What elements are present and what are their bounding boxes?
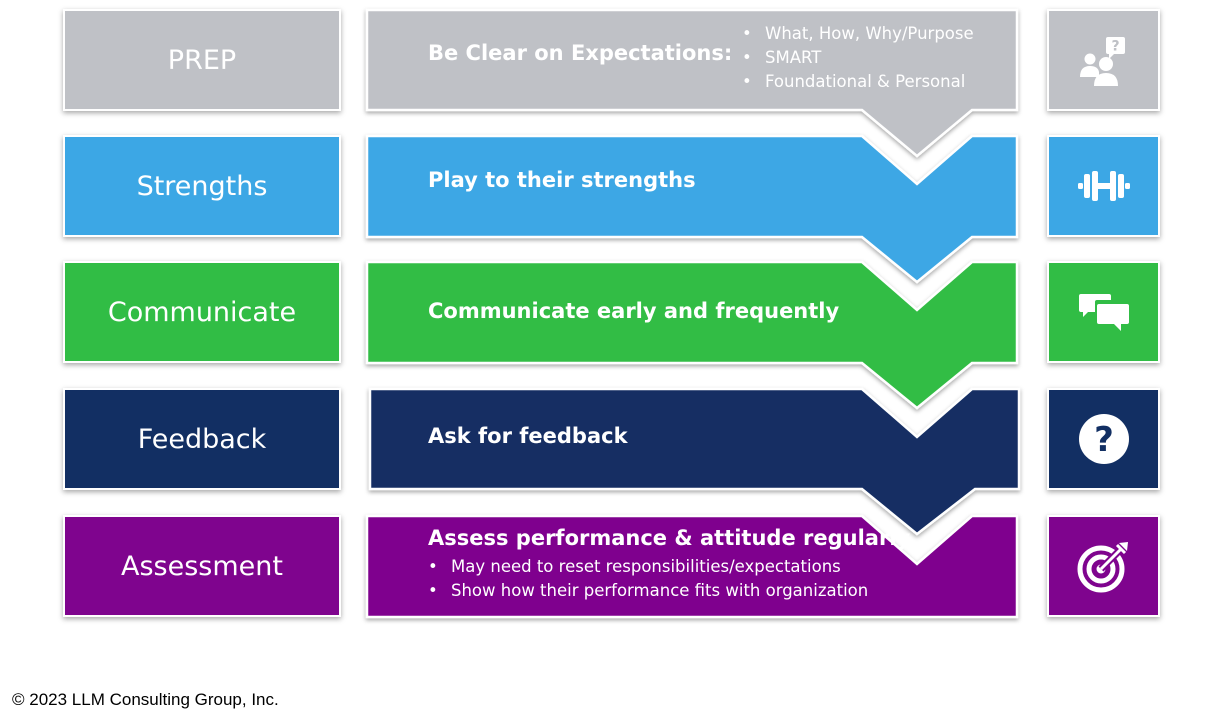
- people-question-icon: ?: [1079, 37, 1125, 86]
- list-item: SMART: [742, 46, 974, 70]
- chevron-feedback: [368, 387, 1021, 536]
- assessment-title: Assess performance & attitude regularly: [428, 526, 911, 550]
- assessment-bullet-list: May need to reset responsibilities/expec…: [428, 555, 868, 603]
- label-feedback: Feedback: [137, 423, 267, 455]
- prep-title: Be Clear on Expectations:: [428, 41, 733, 65]
- target-icon: [1077, 542, 1128, 593]
- label-strengths: Strengths: [136, 170, 268, 202]
- strengths-title: Play to their strengths: [428, 168, 696, 192]
- feedback-title: Ask for feedback: [428, 424, 628, 448]
- label-box-prep: PREP: [63, 9, 341, 111]
- prep-bullet-list: What, How, Why/Purpose SMART Foundationa…: [742, 22, 974, 94]
- label-box-strengths: Strengths: [63, 135, 341, 237]
- icon-box-communicate: [1047, 261, 1160, 363]
- list-item: Foundational & Personal: [742, 70, 974, 94]
- label-prep: PREP: [167, 44, 237, 76]
- icon-box-assessment: [1047, 515, 1160, 617]
- label-assessment: Assessment: [121, 550, 283, 582]
- label-box-communicate: Communicate: [63, 261, 341, 363]
- communicate-title: Communicate early and frequently: [428, 299, 840, 323]
- list-item: What, How, Why/Purpose: [742, 22, 974, 46]
- list-item: May need to reset responsibilities/expec…: [428, 555, 868, 579]
- label-box-assessment: Assessment: [63, 515, 341, 617]
- label-box-feedback: Feedback: [63, 388, 341, 490]
- svg-text:?: ?: [1111, 39, 1119, 55]
- dumbbell-icon: [1077, 171, 1130, 201]
- chat-bubbles-icon: [1078, 294, 1129, 331]
- icon-box-feedback: ?: [1047, 388, 1160, 490]
- icon-box-strengths: [1047, 135, 1160, 237]
- chevron-strengths: [365, 134, 1019, 284]
- list-item: Show how their performance fits with org…: [428, 579, 868, 603]
- svg-text:?: ?: [1094, 420, 1114, 460]
- icon-box-prep: ?: [1047, 9, 1160, 111]
- chevron-communicate: [365, 260, 1019, 410]
- question-circle-icon: ?: [1078, 414, 1129, 464]
- copyright-text: © 2023 LLM Consulting Group, Inc.: [12, 690, 279, 709]
- label-communicate: Communicate: [107, 296, 297, 328]
